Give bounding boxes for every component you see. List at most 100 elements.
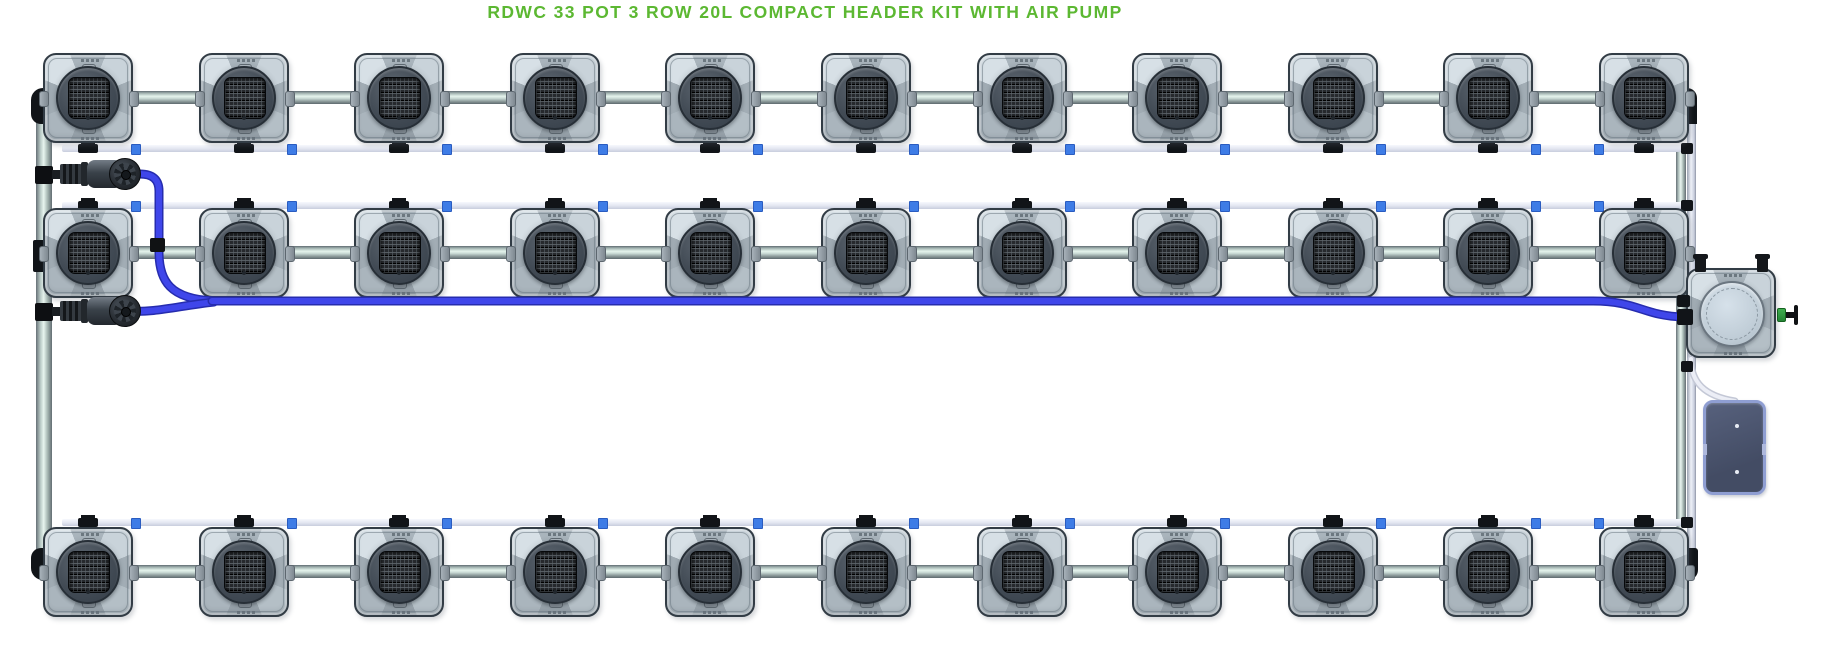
pot-brand-mark xyxy=(548,59,566,62)
pot-brand-mark xyxy=(237,59,255,62)
pot-side-port xyxy=(751,565,761,581)
pot-lid-dot xyxy=(553,590,557,594)
pot-lid-dot xyxy=(1175,590,1179,594)
rail-pot-tab xyxy=(856,515,876,527)
rail-clip xyxy=(598,201,608,212)
rdwc-pot xyxy=(973,53,1073,143)
rail-clip xyxy=(1376,201,1386,212)
rail-pot-tab xyxy=(1012,198,1032,210)
pot-brand-mark xyxy=(81,214,99,217)
pot-brand-mark xyxy=(1481,214,1499,217)
pot-side-port xyxy=(440,246,450,262)
pot-lid-circle xyxy=(523,66,587,130)
net-pot-mesh xyxy=(690,77,732,119)
pot-brand-mark xyxy=(1170,59,1188,62)
pot-brand-mark xyxy=(1326,137,1344,140)
pot-brand-mark xyxy=(81,137,99,140)
pot-lid-circle xyxy=(56,221,120,285)
tank-brand-mark xyxy=(1724,274,1742,277)
pot-side-port xyxy=(1439,565,1449,581)
pot-lid-dot xyxy=(397,116,401,120)
rail-clip xyxy=(909,144,919,155)
pot-side-port xyxy=(350,246,360,262)
pot-lid-dot xyxy=(708,116,712,120)
pot-lid-dot xyxy=(708,590,712,594)
rdwc-pot xyxy=(817,527,917,617)
rail-pot-tab xyxy=(1634,198,1654,210)
air-pump-screw xyxy=(1735,470,1739,474)
net-pot-mesh xyxy=(1157,551,1199,593)
pot-lid-circle xyxy=(834,66,898,130)
pot-side-port xyxy=(350,565,360,581)
pot-lid-dot xyxy=(86,271,90,275)
pot-brand-mark xyxy=(237,137,255,140)
rail-pot-tab xyxy=(78,515,98,527)
pot-side-port xyxy=(1284,565,1294,581)
rail-pot-tab xyxy=(700,198,720,210)
pot-brand-mark xyxy=(859,611,877,614)
rail-clip xyxy=(1376,518,1386,529)
tank-lid xyxy=(1699,281,1765,347)
air-pump-screw xyxy=(1735,424,1739,428)
pot-lid-dot xyxy=(242,590,246,594)
pot-side-port xyxy=(817,91,827,107)
pot-side-port xyxy=(506,246,516,262)
rdwc-pot xyxy=(1284,53,1384,143)
pot-side-port xyxy=(1595,246,1605,262)
pot-side-port xyxy=(596,91,606,107)
rail-clip xyxy=(1594,201,1604,212)
net-pot-mesh xyxy=(1313,77,1355,119)
pot-lid-circle xyxy=(1301,221,1365,285)
pot-lid-circle xyxy=(678,540,742,604)
net-pot-mesh xyxy=(224,77,266,119)
rail-clip xyxy=(131,201,141,212)
rail-clip xyxy=(1531,201,1541,212)
pot-lid-dot xyxy=(553,271,557,275)
valve-barb xyxy=(60,301,82,321)
rail-pot-tab xyxy=(545,198,565,210)
rdwc-pot xyxy=(195,208,295,298)
pot-side-port xyxy=(596,246,606,262)
pot-side-port xyxy=(661,565,671,581)
pot-side-port xyxy=(195,565,205,581)
net-pot-mesh xyxy=(535,77,577,119)
net-pot-mesh xyxy=(68,232,110,274)
rail-pot-tab xyxy=(234,198,254,210)
pot-brand-mark xyxy=(703,137,721,140)
net-pot-mesh xyxy=(1624,77,1666,119)
pot-side-port xyxy=(440,91,450,107)
tank-plug-bar xyxy=(1794,305,1798,325)
pot-brand-mark xyxy=(1326,59,1344,62)
tank-inlet-fitting xyxy=(1677,295,1690,307)
pot-lid-dot xyxy=(1642,116,1646,120)
pot-side-port xyxy=(751,91,761,107)
net-pot-mesh xyxy=(1157,77,1199,119)
rail-pot-tab xyxy=(1167,141,1187,153)
pot-lid-circle xyxy=(1301,540,1365,604)
pot-lid-dot xyxy=(86,116,90,120)
rail-clip xyxy=(287,518,297,529)
rdwc-pot xyxy=(506,527,606,617)
pot-side-port xyxy=(1063,91,1073,107)
rail-pot-tab xyxy=(1634,515,1654,527)
rail-pot-tab xyxy=(389,141,409,153)
pot-lid-dot xyxy=(553,116,557,120)
pot-lid-circle xyxy=(212,540,276,604)
pot-brand-mark xyxy=(1481,292,1499,295)
pot-brand-mark xyxy=(548,214,566,217)
net-pot-mesh xyxy=(379,77,421,119)
valve-handle xyxy=(109,158,141,190)
pot-lid-circle xyxy=(367,221,431,285)
pot-brand-mark xyxy=(859,533,877,536)
net-pot-mesh xyxy=(1002,551,1044,593)
pot-lid-dot xyxy=(1175,271,1179,275)
rdwc-pot xyxy=(1128,208,1228,298)
rdwc-pot xyxy=(506,208,606,298)
pot-side-port xyxy=(973,91,983,107)
rail-pot-tab xyxy=(1012,141,1032,153)
pot-brand-mark xyxy=(81,611,99,614)
pot-lid-circle xyxy=(834,540,898,604)
pot-lid-dot xyxy=(397,590,401,594)
pot-lid-dot xyxy=(1331,116,1335,120)
